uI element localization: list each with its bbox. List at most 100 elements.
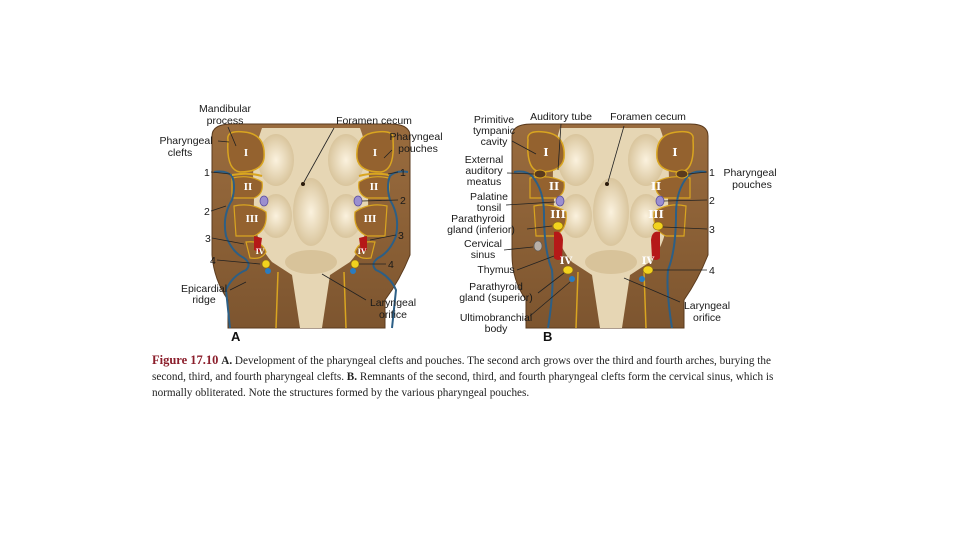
number-2-left-a: 2 (204, 206, 210, 218)
cervical-label-line2: sinus (471, 249, 496, 261)
foramen-leader-a (303, 127, 335, 183)
number-1-left-a: 1 (204, 167, 210, 179)
number-3-right-a: 3 (398, 230, 404, 242)
n1-right-leader-a (387, 171, 399, 175)
palatine-label-line1: Palatine (470, 191, 508, 203)
arch-i-left-a: I (244, 149, 248, 159)
panel-b-drawing (511, 123, 709, 329)
cervical-label-line1: Cervical (464, 238, 502, 250)
primitive-leader (511, 140, 537, 155)
arch-iv-left-a: IV (256, 247, 265, 256)
panel-a-drawing (211, 123, 411, 329)
foramen-leader-b (607, 125, 625, 183)
palatine-leader (505, 201, 556, 206)
epicardial-label-line2: ridge (192, 294, 216, 306)
caption-b-label: B. (346, 371, 358, 383)
ultimobranchial-leader (529, 281, 571, 317)
auditory-tube-leader (557, 123, 562, 171)
figure-caption: Figure 17.10 A. Development of the phary… (152, 352, 802, 401)
arch-i-left-b: I (543, 146, 548, 159)
parathyroid-sup-leader (537, 272, 565, 294)
laryngeal-label-a-line1: Laryngeal (370, 297, 416, 309)
ultimobranchial-label-line1: Ultimobranchial (460, 312, 532, 324)
primitive-label-line2: tympanic (473, 125, 515, 137)
panel-b-letter: B (543, 329, 552, 344)
n2-leader-b (663, 199, 708, 202)
external-label-line1: External (465, 154, 504, 166)
arch-ii-right-b: II (651, 180, 661, 193)
cervical-leader (503, 246, 534, 251)
number-3-b: 3 (709, 224, 715, 236)
parathyroid-inf-label-line2: gland (inferior) (447, 224, 515, 236)
mandibular-label-line1: Mandibular (199, 103, 251, 115)
primitive-label-line3: cavity (481, 136, 509, 148)
laryngeal-label-a-line2: orifice (379, 309, 407, 321)
panel-a-letter: A (231, 329, 241, 344)
n3-leader-b (662, 226, 708, 230)
arch-iii-left-a: III (246, 215, 259, 225)
external-label-line2: auditory (465, 165, 503, 177)
external-leader (506, 172, 535, 175)
pharyngeal-pouches-line1-a: Pharyngeal (389, 131, 442, 143)
arch-ii-right-a: II (370, 183, 378, 193)
number-4-left-a: 4 (210, 255, 216, 267)
n1-left-leader-a (210, 171, 231, 175)
laryngeal-leader-b (623, 277, 681, 303)
n4-left-leader-a (216, 259, 261, 265)
ultimobranchial-label-line2: body (485, 323, 509, 335)
parathyroid-sup-label-line2: gland (superior) (459, 292, 533, 304)
caption-b-text: Remnants of the second, third, and fourt… (152, 371, 774, 399)
arch-iii-right-a: III (364, 215, 377, 225)
arch-ii-left-b: II (549, 180, 559, 193)
arch-iv-left-b: IV (560, 256, 573, 267)
number-3-left-a: 3 (205, 233, 211, 245)
number-4-right-a: 4 (388, 259, 394, 271)
pharyngeal-clefts-line1: Pharyngeal (159, 135, 212, 147)
parathyroid-inf-label-line1: Parathyroid (451, 213, 505, 225)
palatine-label-line2: tonsil (477, 202, 502, 214)
n2-right-leader-a (361, 199, 399, 202)
epicardial-leader (229, 281, 247, 291)
pharyngeal-pouches-line1-b: Pharyngeal (723, 167, 776, 179)
thymus-label: Thymus (477, 264, 514, 276)
number-1-b: 1 (709, 167, 715, 179)
mandibular-leader (227, 126, 237, 147)
caption-a-text: Development of the pharyngeal clefts and… (152, 355, 771, 383)
pouches-leader-a (383, 149, 393, 159)
pharyngeal-pouches-line2-a: pouches (398, 143, 438, 155)
arch-iii-left-b: III (550, 208, 565, 221)
laryngeal-label-b-line1: Laryngeal (684, 300, 730, 312)
arch-i-right-b: I (672, 146, 677, 159)
primitive-label-line1: Primitive (474, 114, 514, 126)
laryngeal-leader-a (321, 273, 367, 301)
arch-ii-left-a: II (244, 183, 252, 193)
foramen-cecum-label-a: Foramen cecum (336, 115, 412, 127)
parathyroid-sup-label-line1: Parathyroid (469, 281, 523, 293)
arch-i-right-a: I (373, 149, 377, 159)
caption-a-label: A. (221, 355, 233, 367)
number-1-right-a: 1 (400, 167, 406, 179)
number-2-right-a: 2 (400, 195, 406, 207)
epicardial-label-line1: Epicardial (181, 283, 227, 295)
number-4-b: 4 (709, 265, 715, 277)
thymus-leader (516, 255, 555, 271)
mandibular-label-line2: process (207, 115, 244, 127)
pharyngeal-pouches-line2-b: pouches (732, 179, 772, 191)
n1-leader-b (687, 171, 708, 175)
laryngeal-label-b-line2: orifice (693, 312, 721, 324)
n3-right-leader-a (369, 234, 397, 241)
clefts-leader (217, 140, 230, 143)
pharyngeal-clefts-line2: clefts (168, 147, 193, 159)
caption-figure-label: Figure 17.10 (152, 353, 219, 367)
external-label-line3: meatus (467, 176, 501, 188)
foramen-cecum-label-b: Foramen cecum (610, 111, 686, 123)
n3-left-leader-a (211, 237, 245, 245)
arch-iv-right-a: IV (358, 247, 367, 256)
arch-iii-right-b: III (648, 208, 663, 221)
n2-left-leader-a (210, 205, 227, 212)
arch-iv-right-b: IV (642, 256, 655, 267)
parathyroid-inf-leader (526, 225, 553, 230)
auditory-tube-label: Auditory tube (530, 111, 592, 123)
number-2-b: 2 (709, 195, 715, 207)
